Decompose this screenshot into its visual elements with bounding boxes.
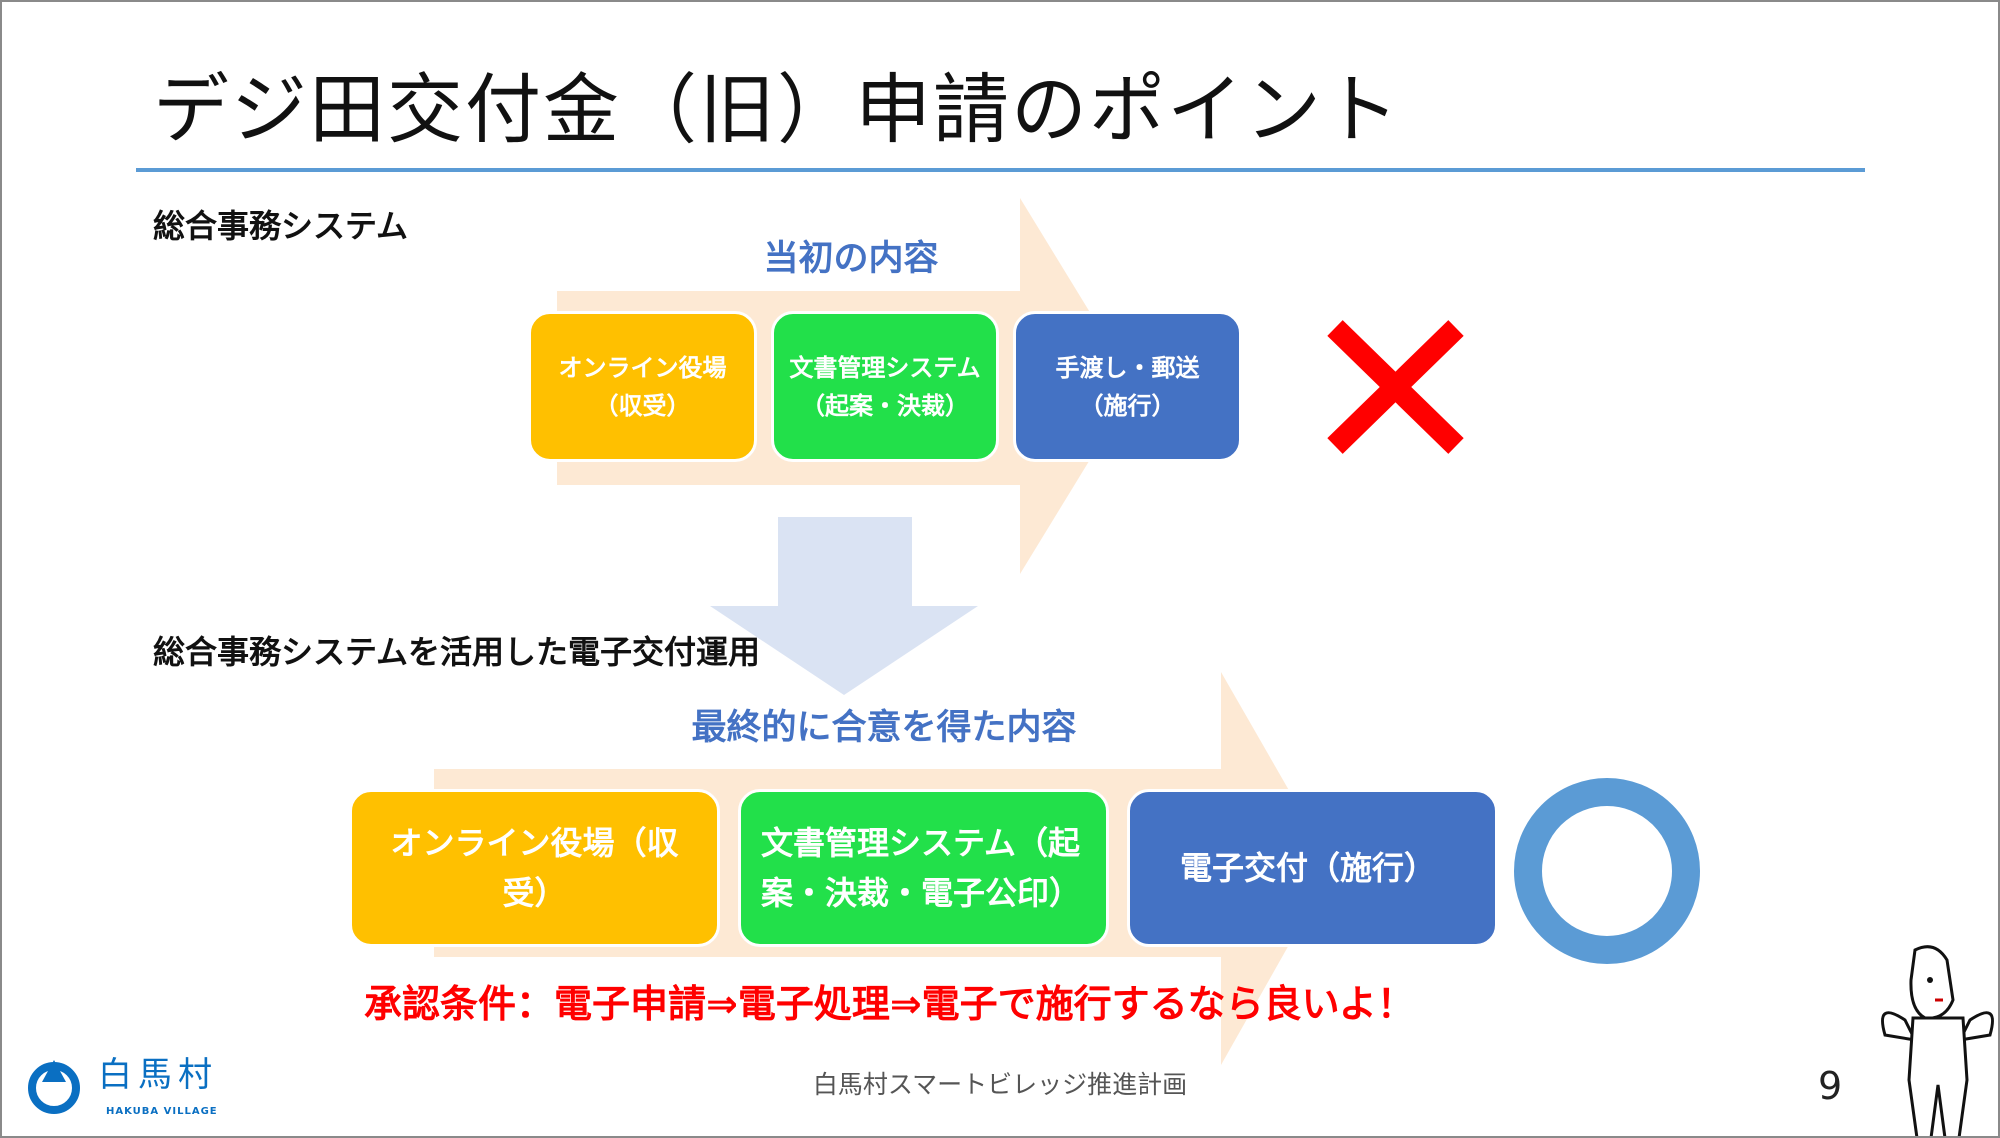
title-underline [136, 168, 1865, 172]
page-number: 9 [1818, 1064, 1843, 1108]
box-line1: 文書管理システム [789, 353, 981, 382]
approval-condition: 承認条件：電子申請⇒電子処理⇒電子で施行するなら良いよ！ [364, 982, 1415, 1026]
horse-mascot-icon [1881, 945, 1994, 1138]
logo-mark-icon [28, 1060, 80, 1114]
box-line1: 手渡し・郵送 [1055, 353, 1200, 382]
section1-heading: 総合事務システム [153, 207, 409, 245]
slide-title: デジ田交付金（旧）申請のポイント [153, 65, 1401, 154]
footer-plan-name: 白馬村スマートビレッジ推進計画 [812, 1070, 1188, 1099]
box-electronic-delivery: 電子交付（施行） [1127, 789, 1498, 947]
box-line1: オンライン役場 [558, 353, 727, 382]
box-line2: （施行） [1079, 391, 1176, 420]
box-document-system: 文書管理システム （起案・決裁） [771, 311, 999, 462]
down-arrow [710, 517, 978, 695]
section2-subtitle: 最終的に合意を得た内容 [691, 708, 1077, 748]
box-online-office: オンライン役場 （収受） [528, 311, 757, 462]
section2-heading: 総合事務システムを活用した電子交付運用 [153, 633, 761, 671]
box-document-system-final: 文書管理システム（起案・決裁・電子公印） [738, 789, 1109, 947]
box-line2: （起案・決裁） [801, 391, 969, 420]
box-line2: （収受） [594, 391, 691, 420]
box-online-office-final: オンライン役場（収受） [349, 789, 720, 947]
red-x-icon [1327, 320, 1464, 454]
logo-subtext: HAKUBA VILLAGE [106, 1106, 218, 1117]
box-hand-delivery: 手渡し・郵送 （施行） [1013, 311, 1242, 462]
section1-subtitle: 当初の内容 [763, 239, 939, 279]
logo-text: 白馬村 [98, 1055, 218, 1095]
hakuba-logo: 白馬村 HAKUBA VILLAGE [26, 1056, 226, 1126]
blue-circle-icon [1514, 778, 1700, 964]
